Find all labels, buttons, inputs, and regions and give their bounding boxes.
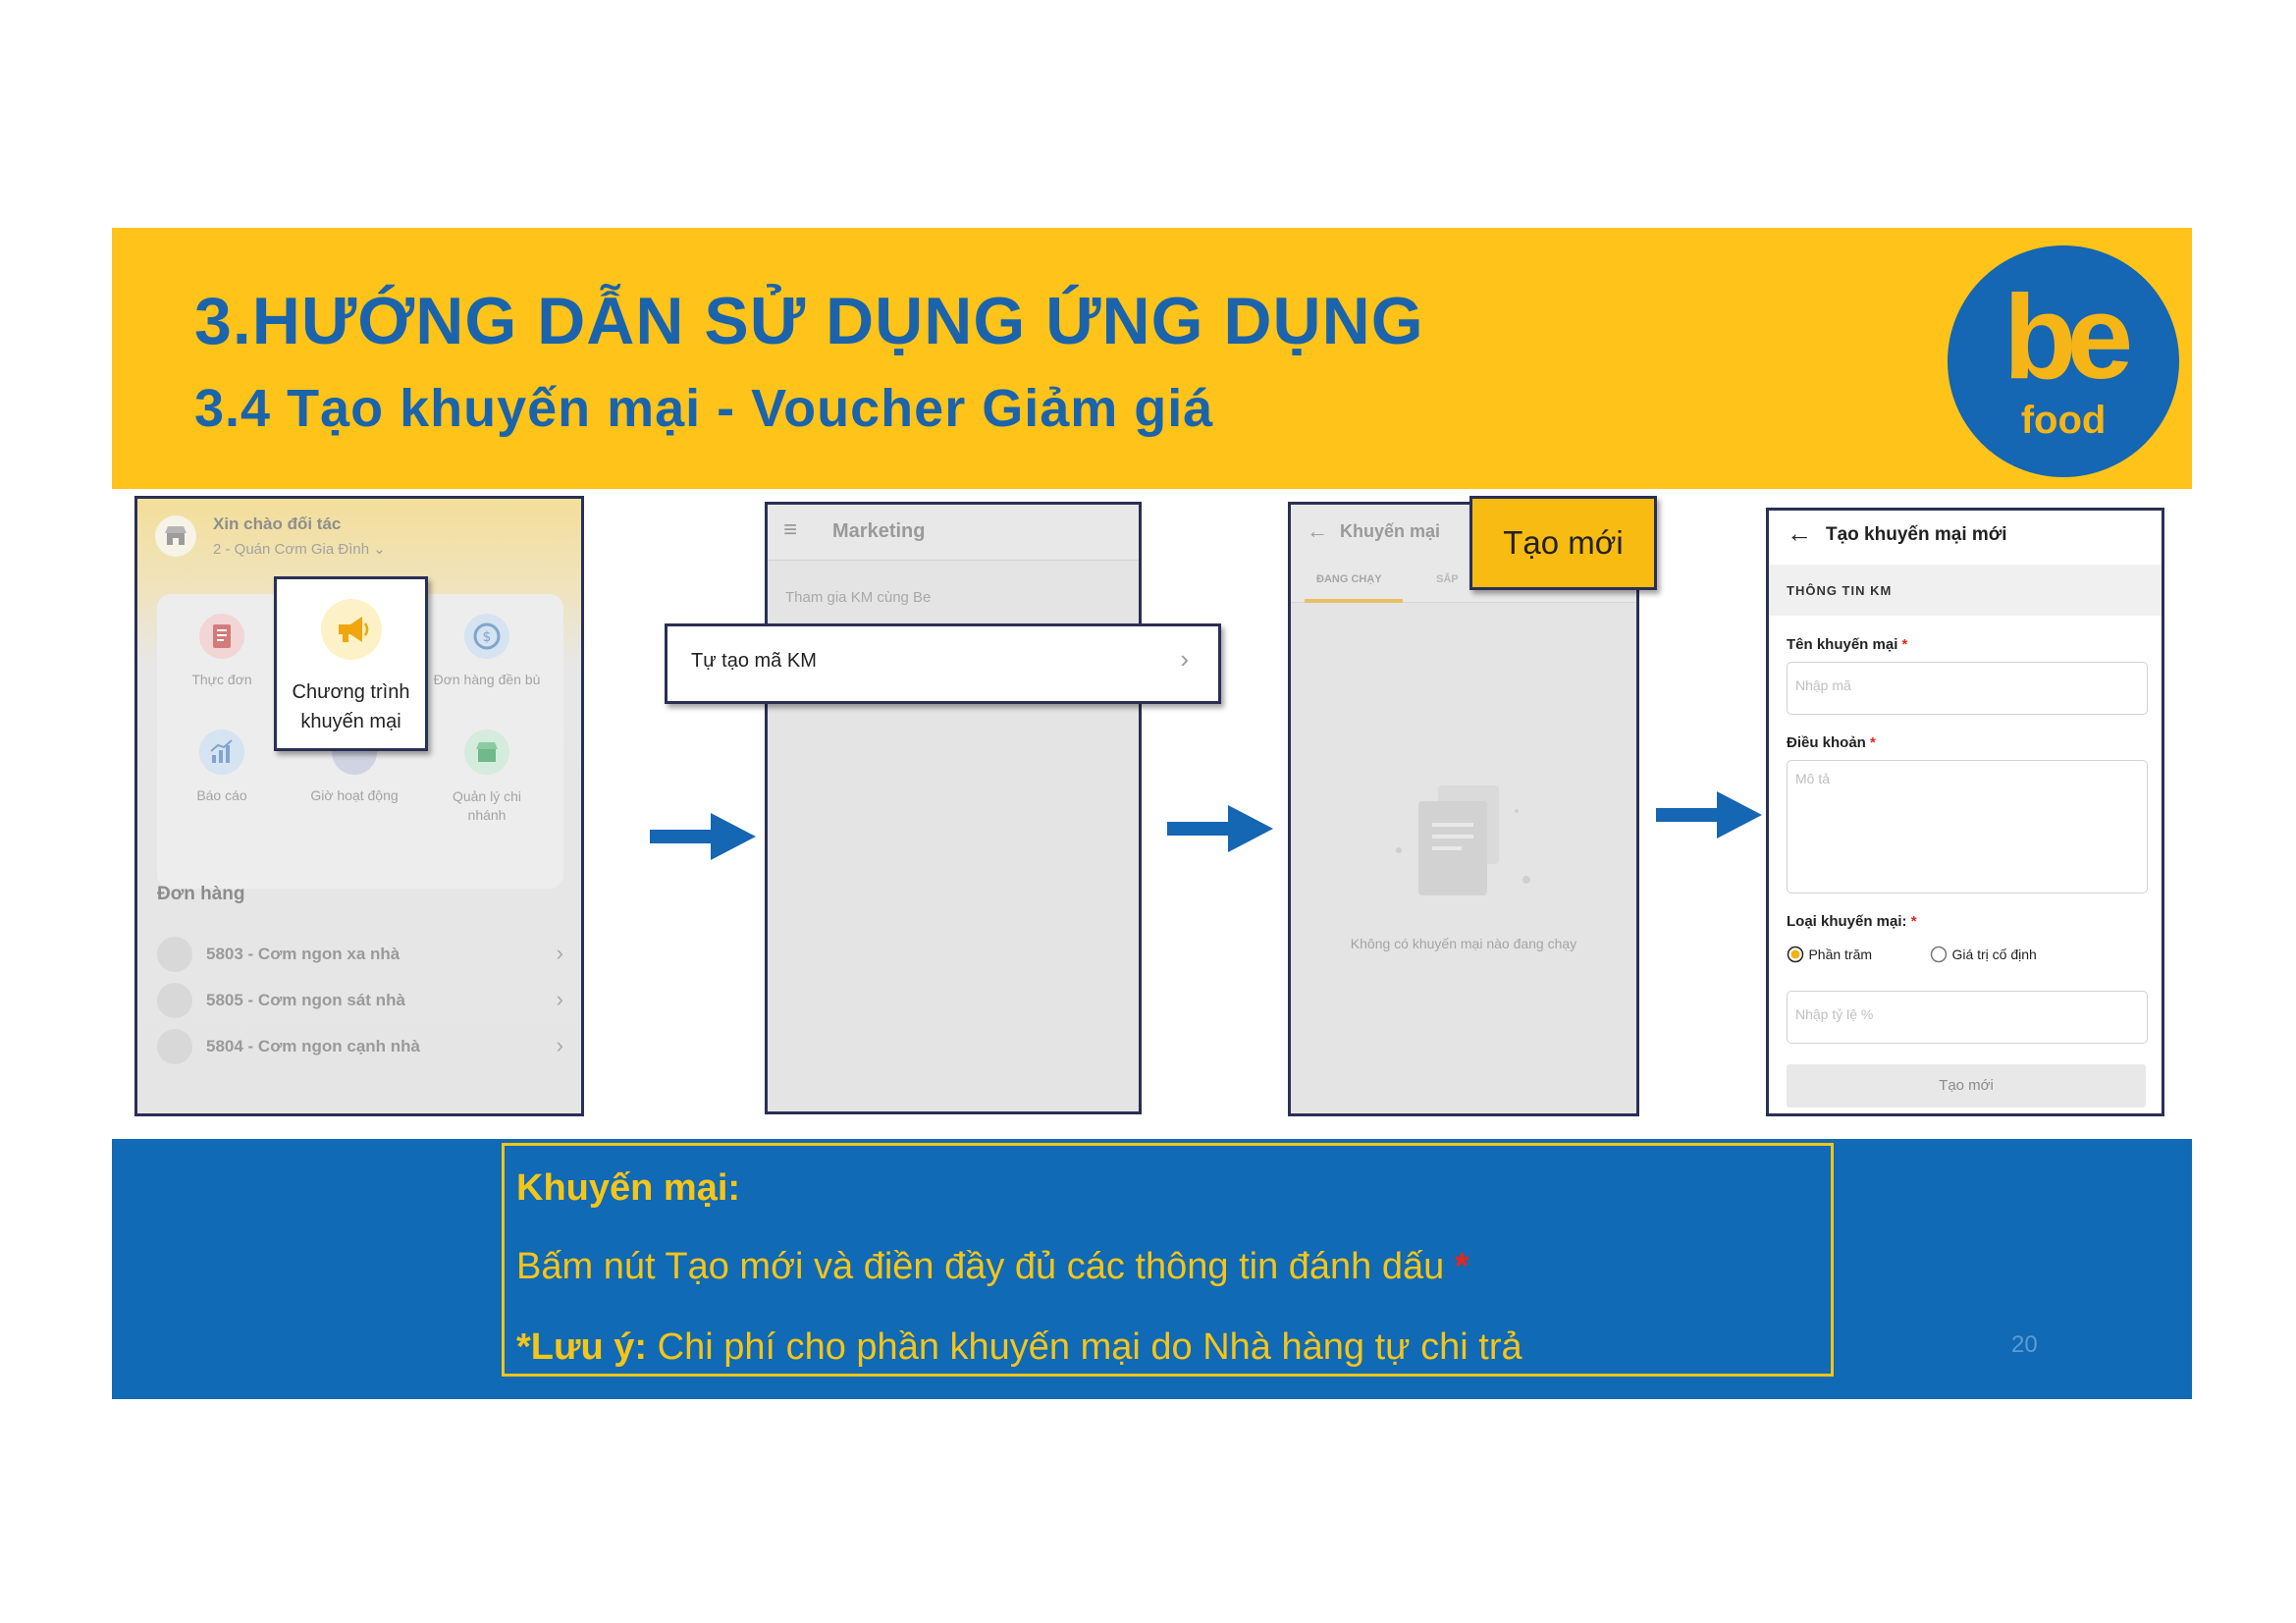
radio-percent-label: Phần trăm xyxy=(1808,947,1873,962)
section-header: THÔNG TIN KM xyxy=(1769,565,2162,616)
terms-textarea[interactable]: Mô tả xyxy=(1787,760,2148,893)
arrow-right-icon xyxy=(650,813,756,860)
store-name: 2 - Quán Cơm Gia Đình xyxy=(213,541,370,558)
note-heading: Khuyến mại: xyxy=(516,1167,741,1209)
required-mark: * xyxy=(1901,636,1908,653)
promotion-program-button[interactable]: Chương trình khuyến mại xyxy=(274,576,428,751)
menu-label-don-hang-den-bu: Đơn hàng đền bù xyxy=(433,672,541,687)
befood-logo: be food xyxy=(1948,245,2179,477)
back-arrow-icon[interactable]: ← xyxy=(1307,518,1328,543)
store-icon xyxy=(165,526,187,545)
rate-input[interactable]: Nhập tỷ lệ % xyxy=(1787,991,2148,1044)
store-branch-icon[interactable] xyxy=(464,730,509,775)
store-selector[interactable]: 2 - Quán Cơm Gia Đình ⌄ xyxy=(213,540,386,558)
menu-label-thuc-don: Thực đơn xyxy=(191,672,252,687)
radio-percent[interactable]: Phần trăm xyxy=(1787,946,1872,963)
store-avatar xyxy=(155,515,196,557)
self-create-code-button[interactable]: Tự tạo mã KM › xyxy=(665,623,1221,704)
note-asterisk: * xyxy=(1454,1246,1469,1287)
arrow-right-icon xyxy=(1167,805,1273,852)
menu-label-quan-ly-chi-nhanh: Quản lý chi nhánh xyxy=(452,788,522,823)
screen-create-promotion: ← Tạo khuyến mại mới THÔNG TIN KM Tên kh… xyxy=(1766,508,2164,1116)
megaphone-icon xyxy=(321,599,382,660)
chevron-right-icon: › xyxy=(556,987,563,1011)
svg-text:$: $ xyxy=(483,629,492,645)
create-new-label: Tạo mới xyxy=(1503,524,1624,561)
order-label: 5805 - Cơm ngon sát nhà xyxy=(206,991,405,1009)
section-title: THÔNG TIN KM xyxy=(1787,583,1893,598)
empty-state-text: Không có khuyến mại nào đang chạy xyxy=(1350,936,1577,951)
screen-marketing: ≡ Marketing Tham gia KM cùng Be xyxy=(765,502,1142,1114)
type-label: Loại khuyến mại: xyxy=(1787,913,1907,930)
self-create-code-label: Tự tạo mã KM xyxy=(691,650,817,672)
orders-title: Đơn hàng xyxy=(157,884,245,904)
order-row[interactable]: 5805 - Cơm ngon sát nhà › xyxy=(157,981,569,1020)
popup-label-line1: Chương trình xyxy=(292,681,410,703)
page-subtitle: 3.4 Tạo khuyến mại - Voucher Giảm giá xyxy=(194,379,1214,438)
screen-promotions: ← Khuyến mại ĐANG CHẠY SẮP Không có khuy… xyxy=(1288,502,1639,1116)
order-row[interactable]: 5803 - Cơm ngon xa nhà › xyxy=(157,935,569,974)
menu-doc-icon[interactable] xyxy=(199,614,244,659)
radio-fixed[interactable]: Giá trị cố định xyxy=(1930,946,2037,963)
order-label: 5803 - Cơm ngon xa nhà xyxy=(206,945,400,963)
rate-placeholder: Nhập tỷ lệ % xyxy=(1795,1006,1874,1022)
hamburger-menu-icon[interactable]: ≡ xyxy=(783,516,798,543)
promotions-title: Khuyến mại xyxy=(1340,521,1441,541)
marketing-title: Marketing xyxy=(832,520,926,542)
marketing-header: ≡ Marketing xyxy=(768,505,1139,561)
chevron-right-icon: › xyxy=(556,941,563,965)
report-chart-icon[interactable] xyxy=(199,730,244,775)
note-line1: Bấm nút Tạo mới và điền đầy đủ các thông… xyxy=(516,1246,1445,1287)
page-number: 20 xyxy=(2011,1331,2038,1358)
tab-upcoming[interactable]: SẮP xyxy=(1436,573,1459,585)
create-promotion-title: Tạo khuyến mại mới xyxy=(1826,524,2007,545)
store-icon xyxy=(157,983,192,1018)
required-mark: * xyxy=(1870,734,1876,751)
logo-food-text: food xyxy=(2020,399,2107,442)
greeting-text: Xin chào đối tác xyxy=(213,514,342,533)
header-banner: 3.HƯỚNG DẪN SỬ DỤNG ỨNG DỤNG 3.4 Tạo khu… xyxy=(112,228,2192,489)
store-icon xyxy=(157,937,192,972)
chevron-down-icon: ⌄ xyxy=(373,541,386,558)
submit-label: Tạo mới xyxy=(1939,1077,1994,1094)
refund-icon[interactable]: $ xyxy=(464,614,509,659)
store-icon xyxy=(157,1029,192,1064)
required-mark: * xyxy=(1910,913,1917,930)
note-warning-prefix: *Lưu ý: xyxy=(516,1326,648,1368)
join-be-promo-item[interactable]: Tham gia KM cùng Be xyxy=(785,589,932,606)
submit-create-button[interactable]: Tạo mới xyxy=(1787,1064,2146,1108)
radio-unselected-icon xyxy=(1930,946,1948,963)
empty-document-icon xyxy=(1396,785,1530,895)
popup-label-line2: khuyến mại xyxy=(300,711,401,732)
create-new-button[interactable]: Tạo mới xyxy=(1469,496,1657,590)
note-line2: Chi phí cho phần khuyến mại do Nhà hàng … xyxy=(647,1326,1522,1368)
note-box: Khuyến mại: Bấm nút Tạo mới và điền đầy … xyxy=(502,1143,1834,1377)
footer-banner: Khuyến mại: Bấm nút Tạo mới và điền đầy … xyxy=(112,1139,2192,1399)
menu-label-gio-hoat-dong: Giờ hoạt động xyxy=(310,787,399,803)
terms-placeholder: Mô tả xyxy=(1795,771,1831,786)
chevron-right-icon: › xyxy=(1180,644,1189,674)
name-label: Tên khuyến mại xyxy=(1787,636,1898,653)
logo-be-text: be xyxy=(2002,270,2133,404)
radio-selected-icon xyxy=(1787,946,1804,963)
tab-running[interactable]: ĐANG CHẠY xyxy=(1316,573,1382,585)
order-label: 5804 - Cơm ngon cạnh nhà xyxy=(206,1037,421,1055)
name-placeholder: Nhập mã xyxy=(1795,677,1851,693)
back-arrow-icon[interactable]: ← xyxy=(1787,518,1812,548)
page-title: 3.HƯỚNG DẪN SỬ DỤNG ỨNG DỤNG xyxy=(194,284,1424,358)
terms-label: Điều khoản xyxy=(1787,734,1866,751)
arrow-right-icon xyxy=(1656,791,1762,839)
chevron-right-icon: › xyxy=(556,1033,563,1057)
radio-fixed-label: Giá trị cố định xyxy=(1951,947,2037,962)
tab-indicator xyxy=(1305,599,1403,603)
menu-label-bao-cao: Báo cáo xyxy=(196,787,247,803)
promotion-name-input[interactable]: Nhập mã xyxy=(1787,662,2148,715)
order-row[interactable]: 5804 - Cơm ngon cạnh nhà › xyxy=(157,1027,569,1066)
